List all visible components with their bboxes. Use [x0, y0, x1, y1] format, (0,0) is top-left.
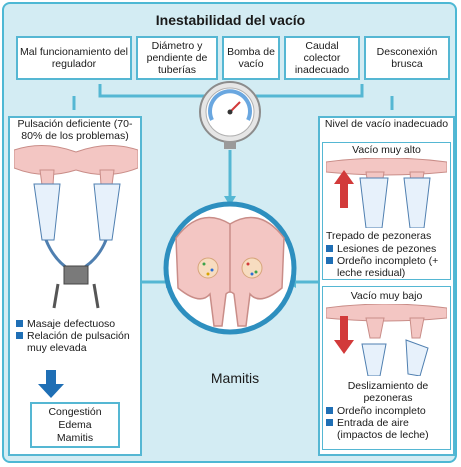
milking-cluster-illustration	[14, 144, 138, 309]
udder-cross-section-illustration	[163, 201, 297, 335]
high-vacuum-illustration	[326, 158, 447, 228]
vacuum-high-label: Vacío muy alto	[352, 144, 421, 156]
list-item: Entrada de aire (impactos de leche)	[326, 417, 450, 441]
bullet-square-icon	[326, 407, 333, 414]
bullet-square-icon	[16, 332, 23, 339]
diagram-title: Inestabilidad del vacío	[155, 12, 306, 28]
panel-vacuum-level-title: Nivel de vacío inadecuado	[324, 118, 449, 130]
list-item: Masaje defectuoso	[16, 318, 140, 330]
vacuum-low-box	[322, 286, 451, 450]
center-label: Mamitis	[210, 370, 260, 386]
vacuum-high-box	[322, 142, 451, 280]
result-box: Congestión Edema Mamitis	[30, 402, 120, 448]
cause-box-regulator: Mal funcionamiento del regulador	[16, 36, 132, 80]
vacuum-gauge-icon	[199, 81, 261, 149]
panel-pulsation-title: Pulsación deficiente (70-80% de los prob…	[17, 118, 133, 142]
bullet-square-icon	[326, 257, 333, 264]
bullet-square-icon	[16, 320, 23, 327]
low-effect: Deslizamiento de pezoneras	[347, 380, 429, 404]
high-bullet-list: Lesiones de pezones Ordeño incompleto (+…	[326, 243, 450, 279]
low-vacuum-illustration	[326, 304, 447, 376]
list-item: Ordeño incompleto (+ leche residual)	[326, 255, 450, 279]
high-effect: Trepado de pezoneras	[326, 230, 432, 242]
list-item: Lesiones de pezones	[326, 243, 450, 255]
vacuum-low-label: Vacío muy bajo	[350, 290, 423, 302]
list-item: Ordeño incompleto	[326, 405, 450, 417]
cause-box-disconnection: Desconexión brusca	[364, 36, 450, 80]
bullet-square-icon	[326, 419, 333, 426]
down-arrow-icon	[38, 370, 64, 398]
cause-box-collector: Caudal colector inadecuado	[284, 36, 360, 80]
bullet-square-icon	[326, 245, 333, 252]
cause-box-pipes: Diámetro y pendiente de tuberías	[136, 36, 218, 80]
cause-box-pump: Bomba de vacío	[222, 36, 280, 80]
low-bullet-list: Ordeño incompleto Entrada de aire (impac…	[326, 405, 450, 441]
pulsation-bullet-list: Masaje defectuoso Relación de pulsación …	[16, 318, 140, 354]
list-item: Relación de pulsación muy elevada	[16, 330, 140, 354]
